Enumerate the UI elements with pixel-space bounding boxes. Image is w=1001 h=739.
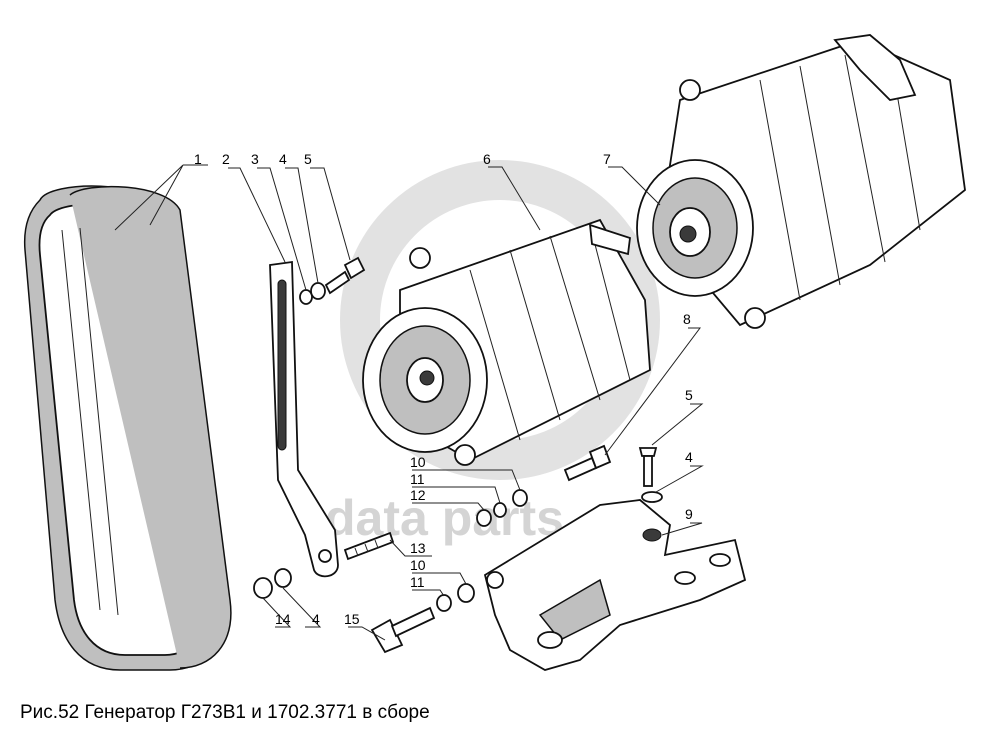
gen6-ribs [469,224,631,441]
top-fastener-set [299,256,366,305]
stud-8-nut [588,444,612,470]
callout-2: 2 [222,151,230,167]
strap-slot [277,279,287,451]
stud-8 [563,444,612,482]
nut-10a [512,489,528,507]
belt-second-loop [69,185,232,669]
washer-4b [641,491,663,503]
stud-13-threads [354,539,379,557]
callout-10-upper: 10 [410,454,426,470]
callout-3: 3 [251,151,259,167]
leader-10a [412,469,521,491]
gen7-shaft [679,225,697,243]
leader-15 [348,626,386,641]
strap-body [269,260,339,578]
leader-11a [412,486,501,504]
leader-5b [651,403,704,446]
gen7-ribs [759,51,921,301]
leader-14 [262,597,292,628]
gen6-terminals [588,223,631,256]
callout-4-top: 4 [279,151,287,167]
leader-7 [608,166,661,206]
gen7-terminals [833,34,917,101]
drive-belt [23,185,232,671]
bolt-5-head [343,256,366,280]
callout-4-lower: 4 [312,611,320,627]
stud-13 [343,531,395,561]
strap-hole [318,549,332,563]
nut-10b [457,583,475,603]
washer-4 [310,282,326,300]
leader-9 [661,522,703,536]
bracket-hole-left [537,631,563,649]
generator-6 [362,218,651,466]
leader-4c [282,587,322,628]
gen6-mount-ear-bottom [454,444,476,466]
callout-5-right: 5 [685,387,693,403]
leader-2 [228,167,286,263]
callout-1: 1 [194,151,202,167]
right-fastener-set [638,447,663,503]
leader-8 [604,327,701,456]
callout-13: 13 [410,540,426,556]
gen7-mount-ear-top [679,79,701,101]
belt-groove-lines [61,227,119,616]
callout-6: 6 [483,151,491,167]
washer-11a [493,502,507,518]
leader-1 [114,164,208,231]
leader-12 [412,502,485,511]
nut-washer-set-lower [436,583,475,612]
gen6-mount-ear-top [409,247,431,269]
leader-lines [114,164,704,641]
callout-9: 9 [685,506,693,522]
callout-10-lower: 10 [410,557,426,573]
bolt-15-head [370,618,404,654]
leader-3 [257,167,307,291]
callout-12: 12 [410,487,426,503]
bolt-15 [370,606,436,654]
nut-14 [253,577,273,599]
leader-4a [285,167,319,284]
washer-12 [476,509,492,527]
bolt-15-shank [390,606,436,638]
leader-5a [310,167,351,261]
nut-washer-set-left [253,568,292,599]
watermark-text: data parts [325,490,564,546]
bolt-5b-shank [643,455,653,487]
callout-11-upper: 11 [410,471,425,487]
bolt-5-shank [324,270,351,295]
bracket-hole-right [709,553,731,567]
washer-11b [436,594,452,612]
leader-10b [412,572,467,585]
callout-labels: 1 2 3 4 5 6 7 8 5 4 9 10 11 12 13 10 11 … [194,151,693,627]
bracket-hole-mid [674,571,696,585]
leader-13 [389,539,432,557]
bracket-hole-top [642,528,662,542]
callout-7: 7 [603,151,611,167]
bracket-ear [486,571,504,589]
leader-6 [488,166,541,231]
leader-11b [412,589,445,597]
callout-5-top: 5 [304,151,312,167]
mounting-bracket-9 [483,499,747,671]
bolt-5b-head [638,447,658,457]
callout-15: 15 [344,611,360,627]
adjusting-strap [269,260,339,578]
leader-4b [655,465,704,493]
figure-caption: Рис.52 Генератор Г273В1 и 1702.3771 в сб… [20,702,430,723]
callout-11-lower: 11 [410,574,425,590]
callout-14: 14 [275,611,291,627]
gen6-shaft-nut [419,370,435,386]
gen7-mount-ear-bottom [744,307,766,329]
callout-8: 8 [683,311,691,327]
callout-4-right: 4 [685,449,693,465]
generator-7 [636,34,966,329]
washer-4c [274,568,292,588]
